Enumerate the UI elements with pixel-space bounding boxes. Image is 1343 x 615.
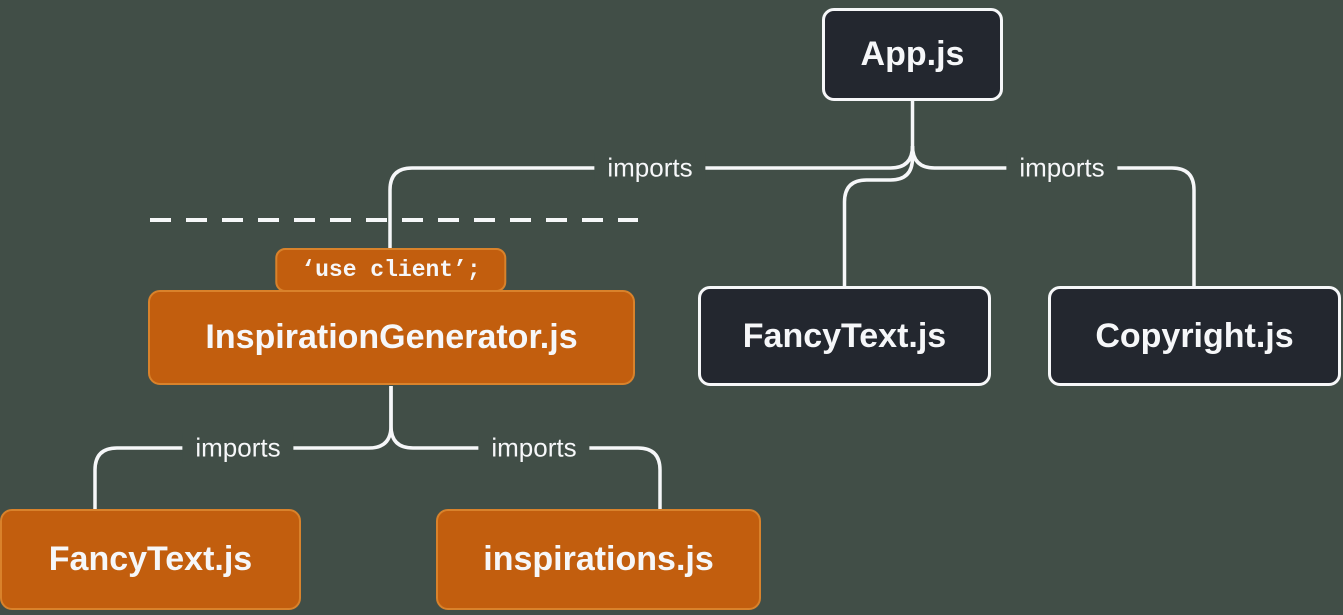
node-fancytext-js-server-label: FancyText.js	[742, 316, 947, 355]
node-copyright-js-label: Copyright.js	[1095, 316, 1294, 355]
node-fancytext-js-client-label: FancyText.js	[48, 540, 253, 578]
use-client-badge-label: ‘use client’;	[301, 257, 481, 283]
edge-app-to-copyright	[910, 145, 1196, 287]
node-inspirations-js: inspirations.js	[436, 509, 761, 610]
edge-app-to-fancytext	[842, 101, 915, 287]
use-client-badge: ‘use client’;	[275, 248, 507, 292]
node-app-js: App.js	[822, 8, 1003, 101]
edge-app-to-inspiration-generator	[388, 145, 915, 250]
node-fancytext-js-client: FancyText.js	[0, 509, 301, 610]
node-inspiration-generator-js: InspirationGenerator.js	[148, 290, 635, 385]
imports-label-generator-right: imports	[478, 432, 590, 464]
imports-label-app-left: imports	[594, 152, 706, 184]
node-inspiration-generator-js-label: InspirationGenerator.js	[205, 318, 578, 356]
node-fancytext-js-server: FancyText.js	[698, 286, 991, 386]
node-copyright-js: Copyright.js	[1048, 286, 1341, 386]
node-app-js-label: App.js	[860, 35, 965, 73]
imports-label-generator-left: imports	[182, 432, 294, 464]
imports-label-app-right: imports	[1006, 152, 1118, 184]
node-inspirations-js-label: inspirations.js	[483, 540, 714, 578]
